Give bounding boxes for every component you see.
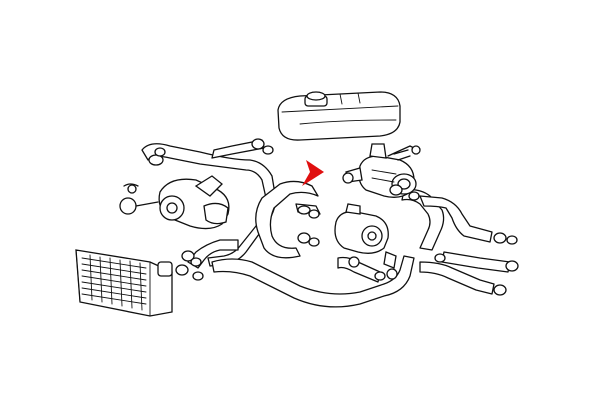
pointer-arrow-icon xyxy=(302,160,324,186)
auxiliary-valve xyxy=(334,203,398,280)
radiator xyxy=(75,249,173,317)
expansion-tank xyxy=(277,91,401,141)
thermostat-housing xyxy=(342,143,421,198)
hose-clamps xyxy=(148,138,519,296)
water-pump xyxy=(119,175,230,230)
